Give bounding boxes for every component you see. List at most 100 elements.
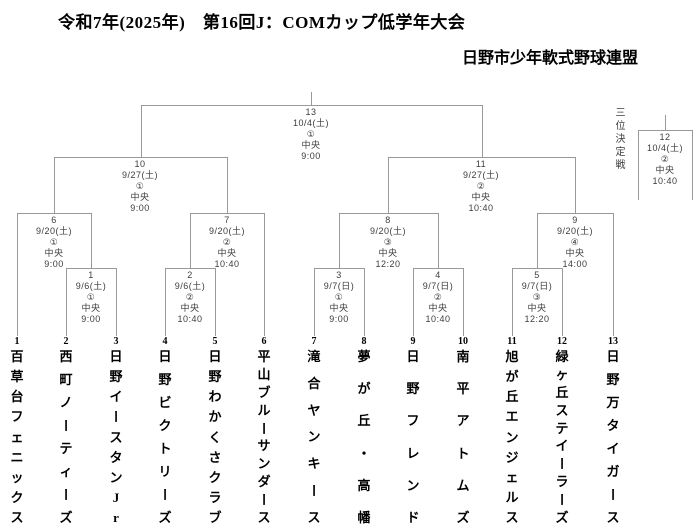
match-slot: ① <box>334 292 344 302</box>
match-date: 10/4(土) <box>292 118 329 128</box>
match-label-5: 5 9/7(日) ③ 中央 12:20 <box>492 270 582 325</box>
connector-line <box>537 213 538 268</box>
match-date: 9/27(土) <box>121 170 158 180</box>
match-number: 8 <box>385 215 391 225</box>
match-slot: ① <box>86 292 96 302</box>
team-name: 旭が丘エンジェルス <box>505 349 519 525</box>
match-venue: 中央 <box>655 165 675 175</box>
team-line <box>364 268 365 336</box>
match-label-4: 4 9/7(日) ② 中央 10:40 <box>393 270 483 325</box>
match-number: 12 <box>659 132 671 142</box>
match-venue: 中央 <box>217 248 237 258</box>
team-number: 3 <box>113 336 119 347</box>
connector-bar-m12 <box>638 130 693 131</box>
connector-line <box>339 213 340 268</box>
team-number: 10 <box>458 336 468 347</box>
connector-line <box>91 213 92 268</box>
connector-bar-m3 <box>314 268 364 269</box>
match-time: 9:00 <box>44 259 64 269</box>
match-date: 9/6(土) <box>174 281 206 291</box>
match-date: 9/6(土) <box>75 281 107 291</box>
match-label-10: 10 9/27(土) ① 中央 9:00 <box>95 159 185 214</box>
connector-line <box>227 157 228 213</box>
connector-line <box>54 157 55 213</box>
team-line <box>562 268 563 336</box>
connector-final-bar <box>141 105 482 106</box>
match-time: 9:00 <box>81 314 101 324</box>
match-time: 14:00 <box>562 259 588 269</box>
match-time: 9:00 <box>301 151 321 161</box>
match-number: 2 <box>187 270 193 280</box>
team-number: 6 <box>261 336 267 347</box>
connector-bar-m7 <box>190 213 264 214</box>
match-time: 10:40 <box>214 259 240 269</box>
team-line <box>116 268 117 336</box>
match-label-2: 2 9/6(土) ② 中央 10:40 <box>145 270 235 325</box>
match-label-9: 9 9/20(土) ④ 中央 14:00 <box>530 215 620 270</box>
connector-bar-m4 <box>413 268 463 269</box>
match-number: 4 <box>435 270 441 280</box>
match-time: 12:20 <box>524 314 550 324</box>
team-number: 4 <box>162 336 168 347</box>
match-date: 9/20(土) <box>369 226 406 236</box>
match-label-6: 6 9/20(土) ① 中央 9:00 <box>9 215 99 270</box>
match-time: 10:40 <box>468 203 494 213</box>
match-label-13-final: 13 10/4(土) ① 中央 9:00 <box>266 107 356 162</box>
team-number: 7 <box>311 336 317 347</box>
connector-bar-m5 <box>512 268 562 269</box>
match-number: 1 <box>88 270 94 280</box>
match-slot: ② <box>433 292 443 302</box>
team-line <box>215 268 216 336</box>
match-venue: 中央 <box>44 248 64 258</box>
team-name: 日野わかくさクラブ <box>208 349 222 525</box>
team-line <box>512 268 513 336</box>
connector-bar-m6 <box>17 213 91 214</box>
match-number: 10 <box>134 159 146 169</box>
team-line <box>17 213 18 336</box>
match-date: 9/27(土) <box>462 170 499 180</box>
organizer-name: 日野市少年軟式野球連盟 <box>462 50 639 67</box>
team-number: 12 <box>557 336 567 347</box>
match-time: 12:20 <box>375 259 401 269</box>
team-line <box>66 268 67 336</box>
match-label-11: 11 9/27(土) ② 中央 10:40 <box>436 159 526 214</box>
match-venue: 中央 <box>301 140 321 150</box>
team-name: 滝合ヤンキース <box>306 349 322 525</box>
match-venue: 中央 <box>565 248 585 258</box>
team-name: 平山ブルーサンダース <box>256 349 272 525</box>
match-date: 9/20(土) <box>556 226 593 236</box>
match-slot: ② <box>222 237 232 247</box>
match-number: 3 <box>336 270 342 280</box>
team-number: 9 <box>410 336 416 347</box>
match-number: 11 <box>475 159 487 169</box>
match-number: 13 <box>305 107 317 117</box>
match-venue: 中央 <box>378 248 398 258</box>
match-time: 10:40 <box>425 314 451 324</box>
connector-bar-m1 <box>66 268 116 269</box>
team-line <box>692 130 693 200</box>
team-number: 1 <box>14 336 20 347</box>
match-label-12-third-place: 12 10/4(土) ② 中央 10:40 <box>621 132 700 187</box>
match-venue: 中央 <box>471 192 491 202</box>
match-slot: ② <box>660 154 670 164</box>
match-number: 6 <box>51 215 57 225</box>
connector-bar-m8 <box>339 213 438 214</box>
team-name: 日野ビクトリーズ <box>157 349 173 525</box>
team-number: 2 <box>63 336 69 347</box>
third-place-title: 三位決定戦 <box>613 107 624 172</box>
match-slot: ③ <box>532 292 542 302</box>
match-date: 9/20(土) <box>208 226 245 236</box>
team-name: 百草台フェニックス <box>10 349 24 525</box>
match-number: 9 <box>572 215 578 225</box>
match-time: 9:00 <box>130 203 150 213</box>
team-name: 日野万タイガース <box>605 349 621 525</box>
connector-champion <box>311 92 312 105</box>
connector-bar-m10 <box>54 157 227 158</box>
team-name: 夢が丘・高幡 <box>357 349 371 525</box>
team-line <box>413 268 414 336</box>
match-time: 10:40 <box>177 314 203 324</box>
match-label-7: 7 9/20(土) ② 中央 10:40 <box>182 215 272 270</box>
team-name: 日野フレンド <box>406 349 420 525</box>
connector-line <box>575 157 576 213</box>
